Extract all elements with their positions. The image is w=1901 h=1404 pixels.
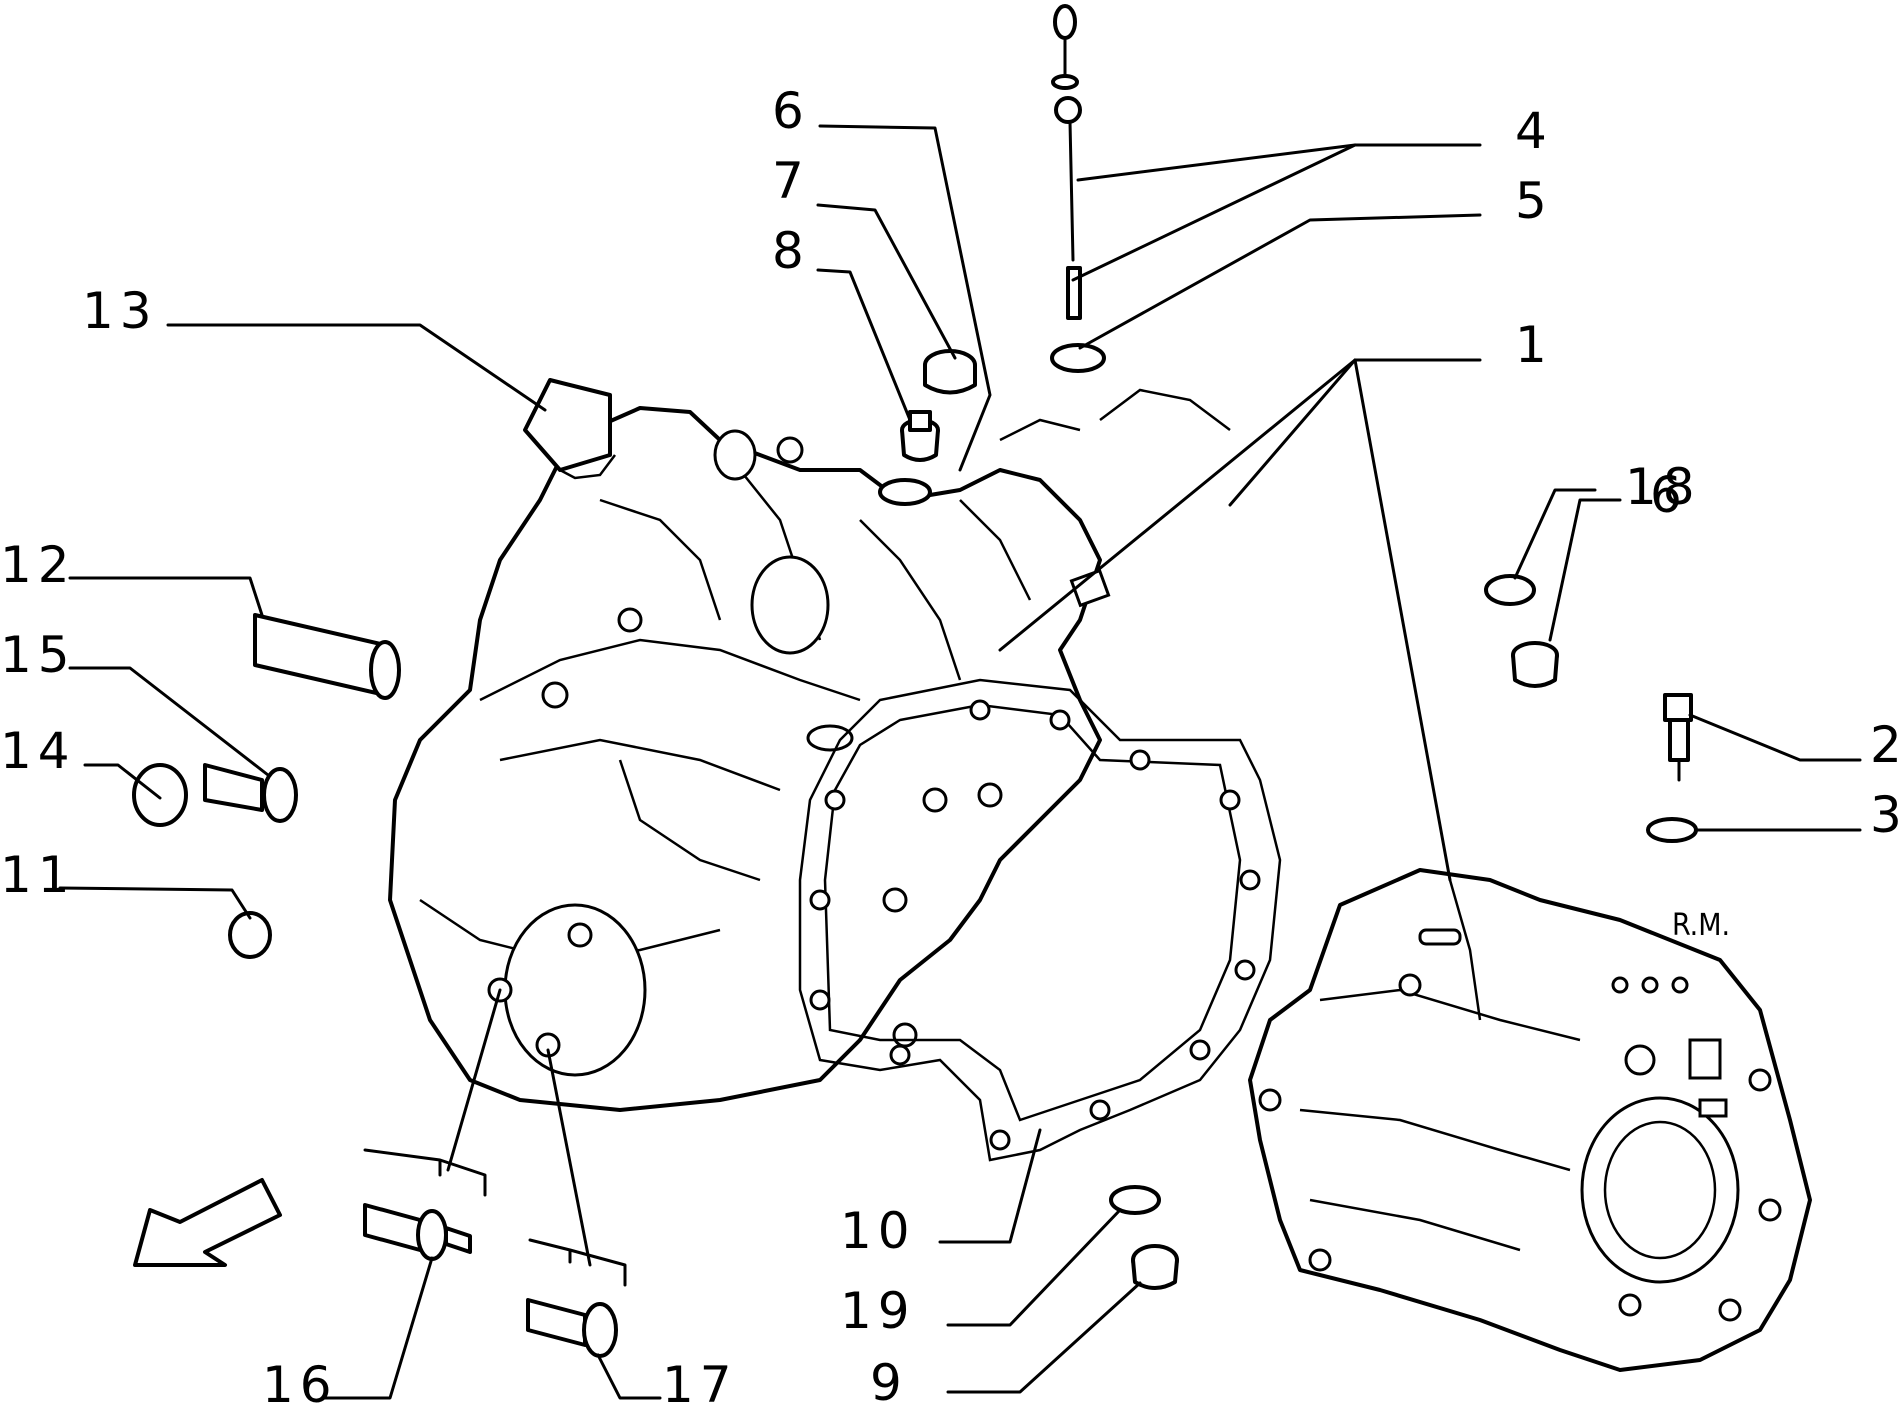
callout-5: 5 — [1515, 172, 1553, 230]
bracket-17 — [528, 1238, 627, 1287]
plug-part-8 — [900, 410, 940, 462]
callout-6-top: 6 — [772, 82, 810, 140]
plug-part-9 — [1131, 1244, 1179, 1290]
gasket-part-10 — [798, 678, 1282, 1162]
callout-2: 2 — [1870, 716, 1901, 774]
breather-part-13 — [523, 378, 616, 480]
stud-part-16 — [363, 1203, 472, 1261]
gearbox-main-housing — [388, 388, 1231, 1112]
front-direction-arrow — [133, 1178, 282, 1267]
callout-19: 19 — [840, 1282, 916, 1340]
callout-14: 14 — [0, 722, 76, 780]
callout-13: 13 — [82, 282, 158, 340]
callout-4: 4 — [1515, 102, 1553, 160]
plug-part-18 — [1511, 641, 1559, 688]
callout-6-right: 6 — [1650, 466, 1688, 524]
callout-3: 3 — [1870, 786, 1901, 844]
callout-10: 10 — [840, 1202, 916, 1260]
dipstick-part-4 — [1051, 4, 1082, 320]
sensor-part-2 — [1663, 693, 1693, 782]
washer-part-6-right — [1484, 574, 1536, 606]
callout-16: 16 — [262, 1356, 338, 1404]
callout-7: 7 — [772, 152, 810, 210]
tube-part-12 — [253, 613, 401, 700]
callout-12: 12 — [0, 536, 76, 594]
callout-18: 18 — [1625, 458, 1701, 516]
seal-part-5 — [1050, 343, 1106, 373]
callout-8: 8 — [772, 222, 810, 280]
washer-part-14 — [132, 763, 188, 827]
callout-9: 9 — [870, 1354, 908, 1404]
reference-mark: R.M. — [1672, 908, 1730, 943]
washer-part-6-top — [878, 478, 932, 506]
bracket-16 — [363, 1148, 487, 1197]
callout-labels: 1 2 3 4 5 6 6 7 8 9 10 11 12 13 14 15 16… — [0, 82, 1901, 1404]
callout-11: 11 — [0, 846, 76, 904]
seal-part-7 — [923, 349, 977, 395]
bolt-part-15 — [203, 763, 298, 823]
bolt-part-17 — [526, 1298, 618, 1358]
washer-part-19 — [1109, 1185, 1161, 1215]
callout-1: 1 — [1515, 316, 1553, 374]
callout-15: 15 — [0, 626, 76, 684]
gearbox-rear-housing — [1248, 868, 1812, 1372]
leader-lines — [58, 124, 1862, 1400]
washer-part-3 — [1646, 817, 1698, 843]
plug-part-11 — [228, 911, 272, 959]
callout-17: 17 — [662, 1356, 738, 1404]
